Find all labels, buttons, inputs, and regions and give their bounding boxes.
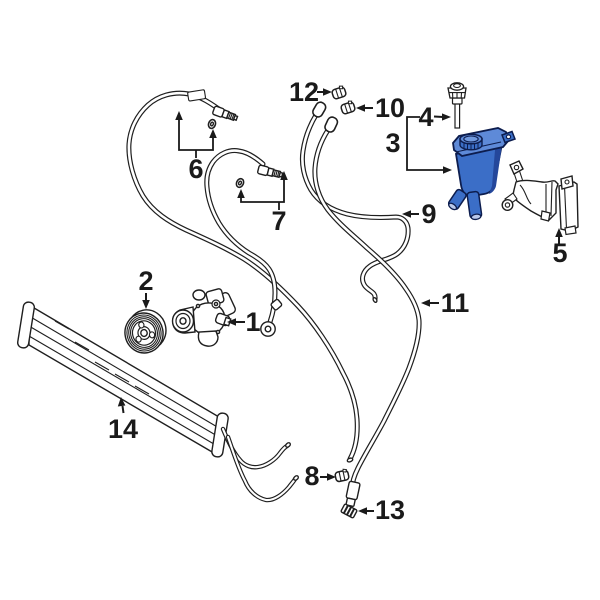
power-steering-pump-part [171,288,237,347]
hose-end-sleeve [345,480,361,508]
banjo-fitting [260,298,283,337]
cooler-fin-marks [54,320,150,395]
clamp-8-part [334,468,350,483]
clamp-12-part [331,85,347,100]
callout-label[interactable]: 4 [418,102,433,132]
arrow-icon [443,166,452,174]
reservoir-port-left [447,188,467,211]
arrow-icon [117,397,126,407]
pipe-end-opening [292,475,300,481]
callout-label[interactable]: 9 [421,199,436,229]
tab-hole [505,134,512,140]
arrow-icon [175,111,183,120]
reservoir-cap-dipstick-part [447,82,467,129]
cooler-pipes [220,426,300,503]
callout-8[interactable]: 8 [304,461,336,491]
arrow-icon [442,113,451,121]
callout-label[interactable]: 12 [289,77,319,107]
hose-7 [204,148,283,337]
arrow-icon [280,171,288,180]
callout-6[interactable]: 6 [175,111,217,184]
hose-marker [187,89,207,102]
clamp-10-part [340,100,356,115]
callout-label[interactable]: 14 [108,414,138,444]
arrow-icon [356,104,365,112]
hose-6 [126,89,360,463]
callout-label[interactable]: 6 [188,154,203,184]
callout-label[interactable]: 3 [385,128,400,158]
arrow-icon [402,210,411,218]
arrow-icon [237,189,245,198]
hose-11 [312,116,422,508]
dipstick-rod [454,102,461,129]
callout-7[interactable]: 7 [237,171,288,236]
hose-protective-cap [324,116,339,133]
callout-12[interactable]: 12 [289,77,332,107]
arrow-icon [555,228,563,237]
callout-3[interactable]: 3 [385,116,452,174]
arrow-icon [227,318,236,326]
hose-protective-cap [312,101,327,118]
callout-11[interactable]: 11 [421,288,469,318]
o-ring-7 [235,177,245,189]
callout-label[interactable]: 7 [271,206,286,236]
fluid-reservoir-part[interactable] [447,127,516,221]
pipe-end-opening [284,442,292,448]
clamp-13-part [340,503,358,519]
callout-2[interactable]: 2 [138,266,154,309]
hose-9 [299,101,411,304]
callout-10[interactable]: 10 [356,93,405,123]
callout-14[interactable]: 14 [108,397,138,444]
pump-pulley-part [124,309,167,354]
callout-1[interactable]: 1 [227,307,261,337]
callout-label[interactable]: 11 [441,288,470,318]
callout-label[interactable]: 5 [552,238,567,268]
callout-5[interactable]: 5 [552,228,568,268]
hose-fitting-6 [212,105,239,122]
arrow-icon [323,88,332,96]
reservoir-filler-neck [459,133,483,151]
reservoir-port-right [466,190,483,221]
hose-fitting-7 [257,164,284,179]
callout-4[interactable]: 4 [418,102,451,132]
arrow-icon [142,300,150,309]
callout-label[interactable]: 13 [375,495,405,525]
o-ring-6 [207,118,217,130]
reservoir-bracket-part [501,160,579,236]
callout-9[interactable]: 9 [402,199,437,229]
hose-end-opening [346,457,354,463]
callout-label[interactable]: 1 [245,307,260,337]
callout-label[interactable]: 8 [304,461,319,491]
hose-end-opening [372,296,378,304]
callout-label[interactable]: 10 [375,93,405,123]
arrow-icon [421,299,430,307]
cooler-left-tank [16,301,36,349]
arrow-icon [327,473,336,481]
callout-label[interactable]: 2 [138,266,153,296]
arrow-icon [209,129,217,138]
reservoir-shaded-side [489,145,502,194]
arrow-icon [358,507,367,515]
callout-13[interactable]: 13 [358,495,405,525]
